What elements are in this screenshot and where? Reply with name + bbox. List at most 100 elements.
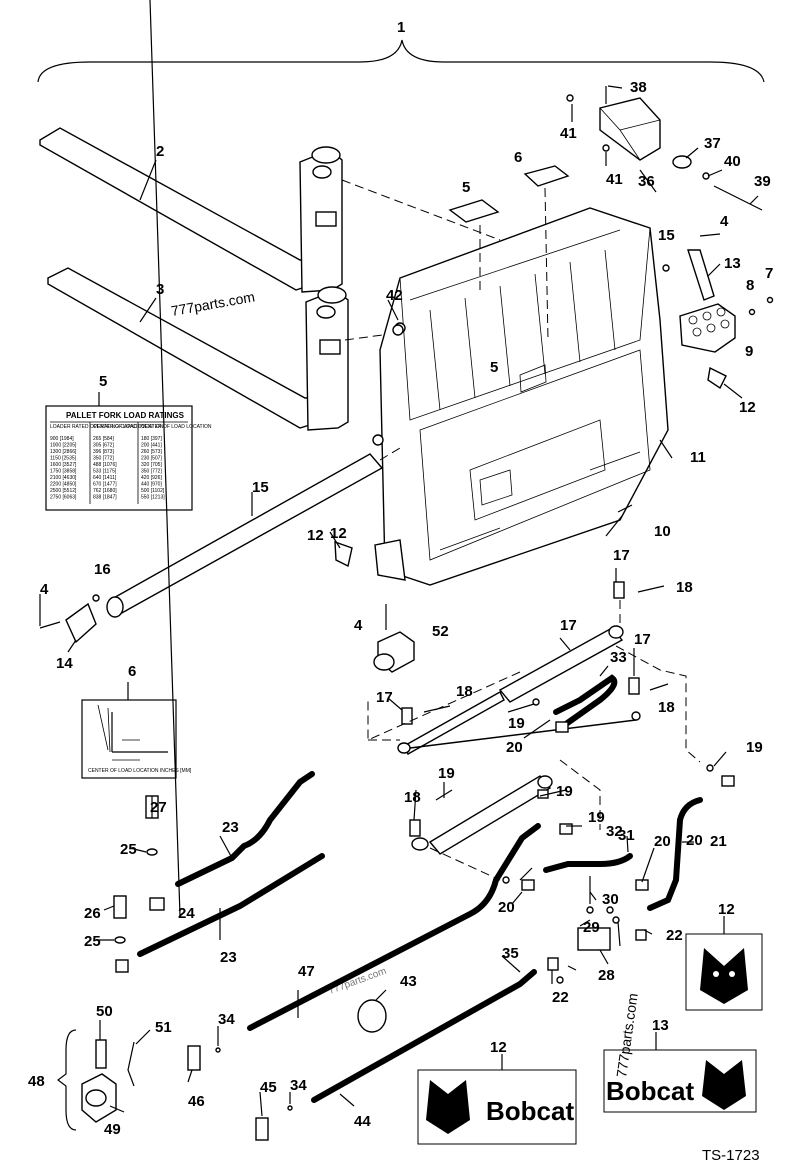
callout-12-19: 12 [490, 1039, 507, 1056]
callout-7-10: 7 [765, 265, 773, 282]
cylinder-upper [397, 625, 641, 755]
ratings-cell-0-1: 265 [584] [93, 436, 114, 442]
callout-18-32: 18 [456, 683, 473, 700]
callout-17-27: 17 [613, 547, 630, 564]
callout-34-60: 34 [290, 1077, 307, 1094]
fork-frame [372, 207, 669, 586]
hose-23-upper [175, 771, 315, 887]
callout-49-76: 49 [104, 1121, 121, 1138]
callout-20-41: 20 [654, 833, 671, 850]
callout-3-1: 3 [156, 281, 164, 298]
callout-20-42: 20 [506, 739, 523, 756]
ratings-cell-7-1: 670 [1477] [93, 482, 117, 488]
decal-center-footer: CENTER OF LOAD LOCATION INCHES [MM] [88, 768, 192, 774]
callout-4-3: 4 [40, 581, 49, 598]
callout-33-58: 33 [610, 649, 627, 666]
callout-4-4: 4 [354, 617, 363, 634]
callout-10-13: 10 [654, 523, 671, 540]
callout-25-49: 25 [120, 841, 137, 858]
pin-17-d [409, 819, 421, 837]
callout-5-6: 5 [462, 179, 470, 196]
pin-17-b [628, 677, 640, 695]
callout-4-2: 4 [720, 213, 729, 230]
callout-31-56: 31 [618, 827, 635, 844]
callout-51-78: 51 [155, 1019, 172, 1036]
callout-24-48: 24 [178, 905, 195, 922]
decal-12-small-right [707, 366, 727, 390]
callout-12-18: 12 [718, 901, 735, 918]
callout-37-63: 37 [704, 135, 721, 152]
callout-52-79: 52 [432, 623, 449, 640]
ratings-cell-6-1: 640 [1411] [93, 475, 117, 481]
callout-18-30: 18 [404, 789, 421, 806]
callout-2-0: 2 [156, 143, 164, 160]
callout-18-31: 18 [676, 579, 693, 596]
callout-leaders [39, 0, 759, 1117]
callout-17-28: 17 [634, 631, 651, 648]
hose-31 [543, 853, 633, 873]
ratings-cell-9-1: 838 [1847] [93, 495, 117, 501]
decal-6-upper [523, 165, 570, 187]
decal-bobcat-center-text: Bobcat [486, 1096, 574, 1126]
hose-47 [247, 823, 541, 1031]
callout-15-24: 15 [658, 227, 675, 244]
callout-27-52: 27 [150, 799, 167, 816]
cylinder-lower [411, 775, 553, 855]
drawing-number: TS-1723 [702, 1147, 760, 1164]
callout-25-50: 25 [84, 933, 101, 950]
hose-44 [311, 969, 537, 1103]
callout-19-35: 19 [508, 715, 525, 732]
callout-17-29: 17 [376, 689, 393, 706]
bracket-left [39, 594, 100, 644]
ratings-header-0: LOADER RATED OPERATING CAPACITY [50, 424, 146, 430]
ratings-cell-2-1: 396 [873] [93, 449, 114, 455]
callout-5-5: 5 [99, 373, 107, 390]
callout-8-11: 8 [746, 277, 754, 294]
block-9 [679, 296, 774, 353]
callout-26-51: 26 [84, 905, 101, 922]
callout-1: 1 [397, 19, 405, 36]
callout-32-57: 32 [606, 823, 623, 840]
hose-33 [553, 674, 618, 727]
callout-29-54: 29 [583, 919, 600, 936]
callout-35-61: 35 [502, 945, 519, 962]
ratings-cell-6-0: 2100 [4630] [50, 475, 77, 481]
ratings-header-1: CENTER OF LOAD LOCATION [93, 424, 164, 430]
callout-43-70: 43 [400, 973, 417, 990]
ratings-cell-5-1: 533 [1175] [93, 469, 117, 475]
callout-14-22: 14 [56, 655, 73, 672]
fork-upper [39, 127, 343, 293]
ratings-cell-0-0: 900 [1984] [50, 436, 74, 442]
fork-lower [47, 267, 349, 431]
callout-21-43: 21 [710, 833, 727, 850]
ratings-cell-6-2: 420 [926] [141, 475, 162, 481]
ratings-cell-2-2: 260 [573] [141, 449, 162, 455]
callout-47-74: 47 [298, 963, 315, 980]
callout-22-45: 22 [552, 989, 569, 1006]
ratings-cell-1-1: 305 [672] [93, 443, 114, 449]
callout-6-9: 6 [128, 663, 136, 680]
coupler-group-48 [57, 1029, 135, 1131]
watermark-1: 777parts.com [170, 288, 256, 318]
bracket-right [662, 233, 721, 301]
callout-12-16: 12 [330, 525, 347, 542]
decal-12-small-left [334, 540, 353, 568]
callout-48-75: 48 [28, 1073, 45, 1090]
ratings-cell-3-2: 230 [507] [141, 456, 162, 462]
ratings-cell-7-0: 2200 [4850] [50, 482, 77, 488]
ratings-cell-4-2: 320 [705] [141, 462, 162, 468]
decal-load-ratings-title: PALLET FORK LOAD RATINGS [66, 411, 185, 420]
hose-21 [647, 797, 703, 911]
ratings-cell-1-2: 200 [441] [141, 443, 162, 449]
callout-5-7: 5 [490, 359, 498, 376]
ratings-cell-3-0: 1150 [2535] [50, 456, 77, 462]
callout-19-37: 19 [746, 739, 763, 756]
ratings-cell-7-2: 440 [970] [141, 482, 162, 488]
ratings-cell-8-0: 2500 [5512] [50, 488, 77, 494]
ratings-cell-5-0: 1750 [3858] [50, 469, 77, 475]
callout-34-59: 34 [218, 1011, 235, 1028]
callout-13-20: 13 [652, 1017, 669, 1034]
decal-center-of-load: CENTER OF LOAD LOCATION INCHES [MM] [81, 699, 192, 779]
callout-18-33: 18 [658, 699, 675, 716]
